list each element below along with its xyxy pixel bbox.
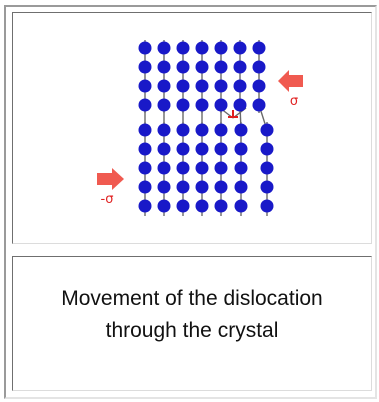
- atom: [138, 142, 152, 156]
- atom: [138, 60, 152, 74]
- atom: [138, 123, 152, 137]
- atom: [252, 60, 266, 74]
- atom: [157, 142, 171, 156]
- caption-line-2: through the crystal: [105, 319, 279, 342]
- atom: [176, 60, 190, 74]
- atom: [214, 161, 228, 175]
- atom: [176, 41, 190, 55]
- atom: [195, 79, 209, 93]
- atom: [260, 180, 274, 194]
- atom: [138, 98, 152, 112]
- atom: [214, 142, 228, 156]
- atom: [157, 123, 171, 137]
- atom: [157, 98, 171, 112]
- atom: [234, 161, 248, 175]
- figure-frame: [4, 5, 377, 399]
- atom: [138, 41, 152, 55]
- atom: [233, 79, 247, 93]
- atom: [214, 199, 228, 213]
- arrow-right-icon: [97, 168, 124, 190]
- atom: [157, 180, 171, 194]
- caption-panel: Movement of the dislocation through the …: [12, 256, 372, 391]
- atom: [195, 98, 209, 112]
- atom: [234, 142, 248, 156]
- atom: [195, 41, 209, 55]
- atom: [214, 180, 228, 194]
- atom: [157, 41, 171, 55]
- atom: [195, 123, 209, 137]
- figure-panel: [12, 12, 372, 244]
- atom: [260, 161, 274, 175]
- atom: [233, 41, 247, 55]
- atom: [214, 41, 228, 55]
- atom: [195, 60, 209, 74]
- lattice-atoms: [138, 41, 274, 213]
- atom: [176, 180, 190, 194]
- atom: [233, 98, 247, 112]
- stress-label-left: -σ: [101, 192, 114, 207]
- atom: [176, 79, 190, 93]
- atom: [214, 123, 228, 137]
- atom: [252, 79, 266, 93]
- dislocation-marker: [228, 110, 238, 118]
- caption: Movement of the dislocation through the …: [13, 283, 371, 347]
- atom: [157, 60, 171, 74]
- atom: [234, 199, 248, 213]
- atom: [195, 142, 209, 156]
- arrow-left-icon: [278, 70, 303, 92]
- atom: [138, 79, 152, 93]
- atom: [234, 123, 248, 137]
- atom: [138, 161, 152, 175]
- stress-label-right: σ: [290, 94, 298, 109]
- caption-line-1: Movement of the dislocation: [61, 287, 323, 310]
- atom: [195, 199, 209, 213]
- atom: [176, 199, 190, 213]
- atom: [252, 98, 266, 112]
- atom: [252, 41, 266, 55]
- atom: [260, 123, 274, 137]
- atom: [260, 142, 274, 156]
- atom: [195, 180, 209, 194]
- atom: [195, 161, 209, 175]
- atom: [214, 79, 228, 93]
- atom: [176, 161, 190, 175]
- atom: [176, 142, 190, 156]
- atom: [214, 98, 228, 112]
- atom: [234, 180, 248, 194]
- atom: [157, 161, 171, 175]
- atom: [260, 199, 274, 213]
- atom: [157, 199, 171, 213]
- atom: [157, 79, 171, 93]
- atom: [138, 199, 152, 213]
- atom: [138, 180, 152, 194]
- atom: [176, 98, 190, 112]
- atom: [214, 60, 228, 74]
- atom: [233, 60, 247, 74]
- atom: [176, 123, 190, 137]
